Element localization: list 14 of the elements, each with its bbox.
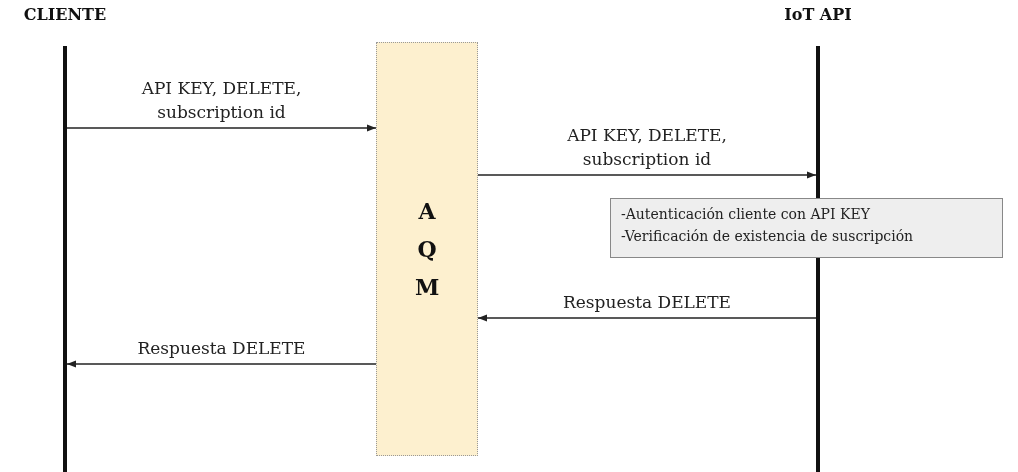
participant-heading: IoT API xyxy=(784,4,852,26)
edge-label: API KEY, DELETE, subscription id xyxy=(566,124,728,171)
arrow xyxy=(66,360,377,368)
edge-label: Respuesta DELETE xyxy=(136,337,307,360)
note-box xyxy=(610,198,1003,258)
activation-box: A Q M xyxy=(376,42,478,456)
arrow xyxy=(477,314,817,322)
edge-label: Respuesta DELETE xyxy=(561,291,733,314)
note-text: -Verificación de existencia de suscripción xyxy=(621,227,915,246)
arrow xyxy=(477,171,817,179)
edge-label: API KEY, DELETE, subscription id xyxy=(140,77,303,124)
participant-heading: CLIENTE xyxy=(23,4,107,26)
note-text: -Autenticación cliente con API KEY xyxy=(621,205,871,224)
arrow xyxy=(66,124,377,132)
